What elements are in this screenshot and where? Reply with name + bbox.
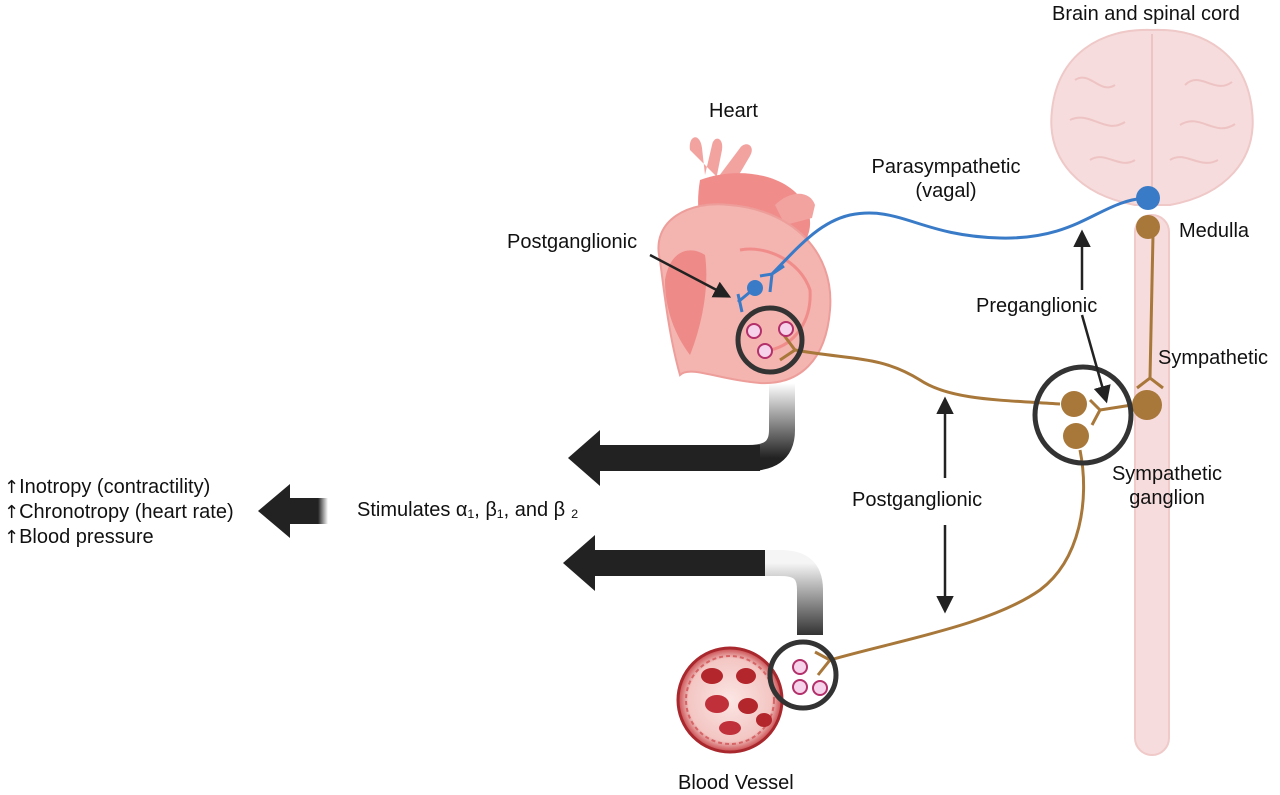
blood-vessel-label: Blood Vessel [678, 772, 794, 794]
parasympathetic-label-line2: (vagal) [915, 180, 977, 202]
vessel-output-arrow [563, 535, 823, 635]
sympathetic-ganglion-label: Sympathetic ganglion [1102, 462, 1232, 510]
parasympathetic-fiber [736, 186, 1160, 313]
stimulates-receptors-label: Stimulates α₁, β₁, and β ₂ [357, 499, 579, 521]
effects-list: ↑Inotropy (contractility) ↑Chronotropy (… [4, 475, 234, 550]
postganglionic-heart-label: Postganglionic [507, 231, 638, 253]
annotation-arrows [649, 229, 1111, 614]
effects-arrow [258, 484, 328, 538]
increase-arrow-icon: ↑ [4, 502, 20, 523]
sympathetic-label: Sympathetic [1158, 347, 1269, 369]
effect-text: Blood pressure [19, 526, 154, 548]
sympathetic-fibers [778, 215, 1164, 676]
effect-inotropy: ↑Inotropy (contractility) [4, 475, 234, 500]
medulla-label: Medulla [1179, 220, 1250, 242]
heart-output-arrow [568, 383, 795, 486]
ganglion-circle [1032, 364, 1134, 466]
heart-illustration [657, 137, 832, 385]
heart-label: Heart [709, 100, 758, 122]
increase-arrow-icon: ↑ [4, 527, 20, 548]
sympathetic-ganglion-line2: ganglion [1129, 487, 1205, 509]
brain-spinal-cord-label: Brain and spinal cord [1052, 3, 1240, 25]
vessel-receptor-circle [767, 639, 839, 711]
effect-text: Chronotropy (heart rate) [19, 501, 234, 523]
postganglionic-middle-label: Postganglionic [852, 489, 983, 511]
effect-text: Inotropy (contractility) [19, 476, 211, 498]
heart-receptor-circle [735, 305, 805, 375]
sympathetic-ganglion-line1: Sympathetic [1111, 463, 1223, 485]
effect-blood-pressure: ↑Blood pressure [4, 525, 234, 550]
effect-chronotropy: ↑Chronotropy (heart rate) [4, 500, 234, 525]
parasympathetic-label: Parasympathetic (vagal) [856, 155, 1036, 203]
parasympathetic-label-line1: Parasympathetic [871, 156, 1021, 178]
preganglionic-label: Preganglionic [976, 295, 1098, 317]
increase-arrow-icon: ↑ [4, 477, 20, 498]
blood-vessel-illustration [676, 646, 784, 754]
